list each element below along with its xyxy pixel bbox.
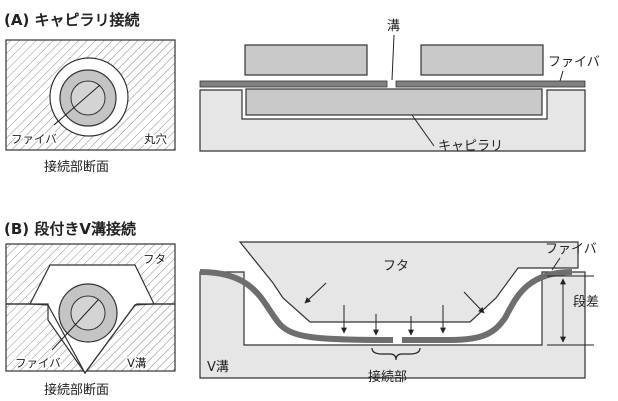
cross-section-caption: 接続部断面 xyxy=(44,382,109,398)
fiber-label: ファイバ xyxy=(11,132,57,146)
groove-label: 溝 xyxy=(387,19,400,34)
fiber-label: ファイバ xyxy=(545,242,597,257)
housing-body xyxy=(199,89,586,152)
fiber-leader-line xyxy=(53,84,101,126)
fiber-leader-line xyxy=(551,257,561,271)
force-arrow-1 xyxy=(304,282,327,304)
section-b-side-view: フタ ファイバ 段差 V溝 接続部 xyxy=(199,241,599,385)
capillary-label: キャピラリ xyxy=(438,139,503,154)
fiber-core xyxy=(70,80,106,116)
groove-leader-line xyxy=(391,34,395,81)
fiber-left-curved xyxy=(199,269,393,343)
hole-label: 丸穴 xyxy=(144,132,167,146)
joint-brace xyxy=(371,347,421,361)
v-groove-edge xyxy=(6,303,175,375)
section-a-title: (A) キャピラリ接続 xyxy=(4,11,140,29)
fiber-core xyxy=(70,295,106,331)
upper-block-right xyxy=(420,44,544,76)
upper-block-left xyxy=(244,44,368,76)
capillary xyxy=(245,88,543,116)
fiber-leader-line xyxy=(559,70,564,82)
fiber-right xyxy=(395,80,586,88)
lid-label: フタ xyxy=(143,252,166,266)
v-groove-body xyxy=(199,271,586,379)
section-b-cross-section: フタ ファイバ V溝 接続部断面 xyxy=(5,243,176,398)
force-arrow-6 xyxy=(463,291,485,314)
vgroove-label: V溝 xyxy=(127,356,147,370)
fiber-leader-line xyxy=(51,299,99,351)
cross-section-caption: 接続部断面 xyxy=(44,159,109,175)
capillary-leader-line xyxy=(411,114,435,147)
section-b-title: (B) 段付きV溝接続 xyxy=(4,220,136,238)
lid-label: フタ xyxy=(383,259,409,274)
vgroove-label: V溝 xyxy=(207,360,229,375)
section-a-cross-section: ファイバ 丸穴 接続部断面 xyxy=(5,39,176,175)
section-a-side-view: 溝 ファイバ キャピラリ xyxy=(199,19,600,154)
step-label: 段差 xyxy=(573,295,599,310)
fiber-label: ファイバ xyxy=(15,356,61,370)
fiber-label: ファイバ xyxy=(548,55,600,70)
joint-label: 接続部 xyxy=(368,369,407,385)
fiber-left xyxy=(199,80,388,88)
fiber-right-curved xyxy=(402,269,573,343)
